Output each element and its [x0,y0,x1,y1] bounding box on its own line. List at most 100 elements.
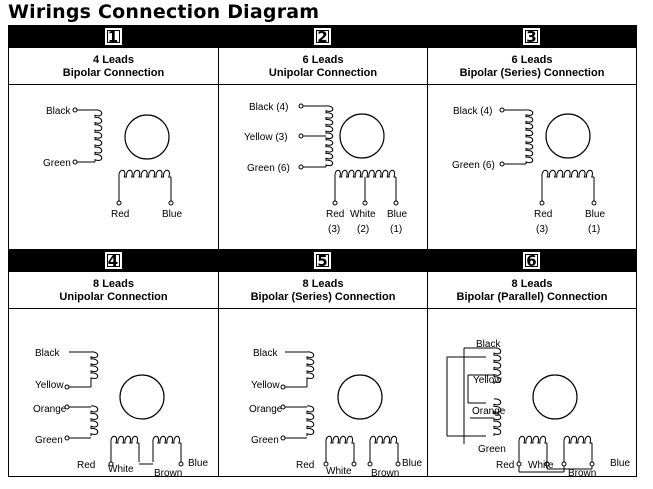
coil-winding [493,398,502,436]
panel-5: 5 8 Leads Bipolar (Series) Connection Bl… [219,250,428,476]
panel-number-badge: 5 [314,252,331,269]
wiring-schematic: Black Green Red Blue [43,106,182,220]
lead-label-green: Green [251,435,279,446]
lead-label-yellow: Yellow [35,380,64,391]
lead-label-brown: Brown [568,468,596,476]
lead-label-orange: Orange [249,404,283,415]
lead-label-black: Black [46,106,71,117]
wiring-schematic: Black Yellow Orange Green Red White Brow… [33,348,208,476]
coil-winding [306,351,315,380]
panel-number-badge: 6 [523,252,540,269]
divider [428,308,636,309]
coil-winding [493,347,502,384]
lead-count: 8 Leads [93,278,134,290]
panel-header-bar: 6 [428,250,636,272]
coil-winding [334,169,396,178]
lead-label-black: Black [253,348,278,359]
lead-label-green: Green [478,444,506,455]
panel-3: 3 6 Leads Bipolar (Series) Connection Bl… [428,26,636,250]
lead-count: 6 Leads [511,54,553,66]
lead-label-blue: Blue [585,209,605,220]
wiring-schematic: Black (4) Yellow (3) Green (6) Red White… [244,102,407,235]
panel-2: 2 6 Leads Unipolar Connection Black (4) … [219,26,428,250]
panel-number-badge: 2 [314,28,331,45]
lead-label-blue: Blue [188,458,208,469]
coil-winding [325,435,354,444]
lead-label-yellow: Yellow [473,375,502,386]
lead-label-green: Green [43,158,71,169]
lead-label-brown: Brown [371,468,399,476]
lead-number-red: (3) [328,224,340,235]
lead-count: 8 Leads [302,278,344,290]
lead-label-blue: Blue [610,458,630,469]
motor-rotor [119,374,165,420]
panel-number-badge: 4 [104,252,122,269]
panel-6: 6 8 Leads Bipolar (Parallel) Connection … [428,250,636,476]
lead-label-red: Red [77,460,95,471]
lead-label-brown: Brown [154,468,182,476]
divider [428,84,636,85]
lead-label-orange: Orange [472,406,506,417]
lead-label-black: Black [35,348,60,359]
motor-rotor [532,374,578,420]
divider [9,84,218,85]
wiring-schematic: Black Yellow Orange Green Red White Brow… [446,339,630,476]
lead-number-blue: (1) [588,224,600,235]
panel-header-bar: 2 [219,26,427,48]
lead-label-green: Green (6) [452,160,495,171]
panel-header-bar: 3 [428,26,636,48]
lead-label-orange: Orange [33,404,67,415]
page-title: Wirings Connection Diagram [8,1,320,23]
coil-winding [94,109,103,162]
lead-label-white: White [350,209,376,220]
connection-type: Bipolar (Series) Connection [250,291,396,303]
motor-rotor [339,113,385,159]
connection-type: Unipolar Connection [268,67,378,79]
coil-winding [152,435,181,444]
lead-count: 6 Leads [302,54,344,66]
coil-winding [306,405,315,436]
lead-label-yellow: Yellow [251,380,280,391]
lead-number-white: (2) [357,224,369,235]
panel-1: 1 4 Leads Bipolar Connection Black Green… [9,26,219,250]
motor-rotor [337,374,383,420]
lead-label-white: White [326,466,352,476]
coil-winding [541,169,594,178]
lead-label-blue: Blue [162,209,182,220]
panel-4: 4 8 Leads Unipolar Connection Black Yell… [9,250,219,476]
motor-rotor [545,113,591,159]
coil-winding [369,435,398,444]
lead-number-red: (3) [536,224,548,235]
coil-winding [563,435,592,444]
lead-count: 8 Leads [511,278,553,290]
coil-winding [90,351,99,380]
connection-type: Bipolar (Series) Connection [459,67,605,79]
coil-winding [525,109,534,164]
coil-winding [118,169,171,178]
panel-header-bar: 5 [219,250,427,272]
connection-type: Bipolar (Parallel) Connection [456,291,608,303]
lead-label-white: White [108,464,134,475]
divider [219,84,427,85]
lead-label-black: Black (4) [249,102,288,113]
panel-number-badge: 1 [104,28,122,45]
lead-label-green: Green (6) [247,163,290,174]
lead-label-yellow: Yellow (3) [244,132,288,143]
panel-number-badge: 3 [523,28,540,45]
coil-winding [110,435,139,444]
lead-label-black: Black (4) [453,106,492,117]
lead-label-white: White [528,460,554,471]
lead-label-blue: Blue [387,209,407,220]
lead-label-red: Red [496,460,514,471]
lead-count: 4 Leads [93,54,134,66]
coil-winding [90,405,99,436]
lead-label-red: Red [296,460,314,471]
lead-label-blue: Blue [402,458,422,469]
connection-type: Bipolar Connection [62,67,165,79]
wiring-diagram-grid: 1 4 Leads Bipolar Connection Black Green… [8,25,637,477]
lead-label-red: Red [111,209,129,220]
divider [219,308,427,309]
coil-winding [325,105,334,167]
lead-label-green: Green [35,435,63,446]
divider [9,308,218,309]
